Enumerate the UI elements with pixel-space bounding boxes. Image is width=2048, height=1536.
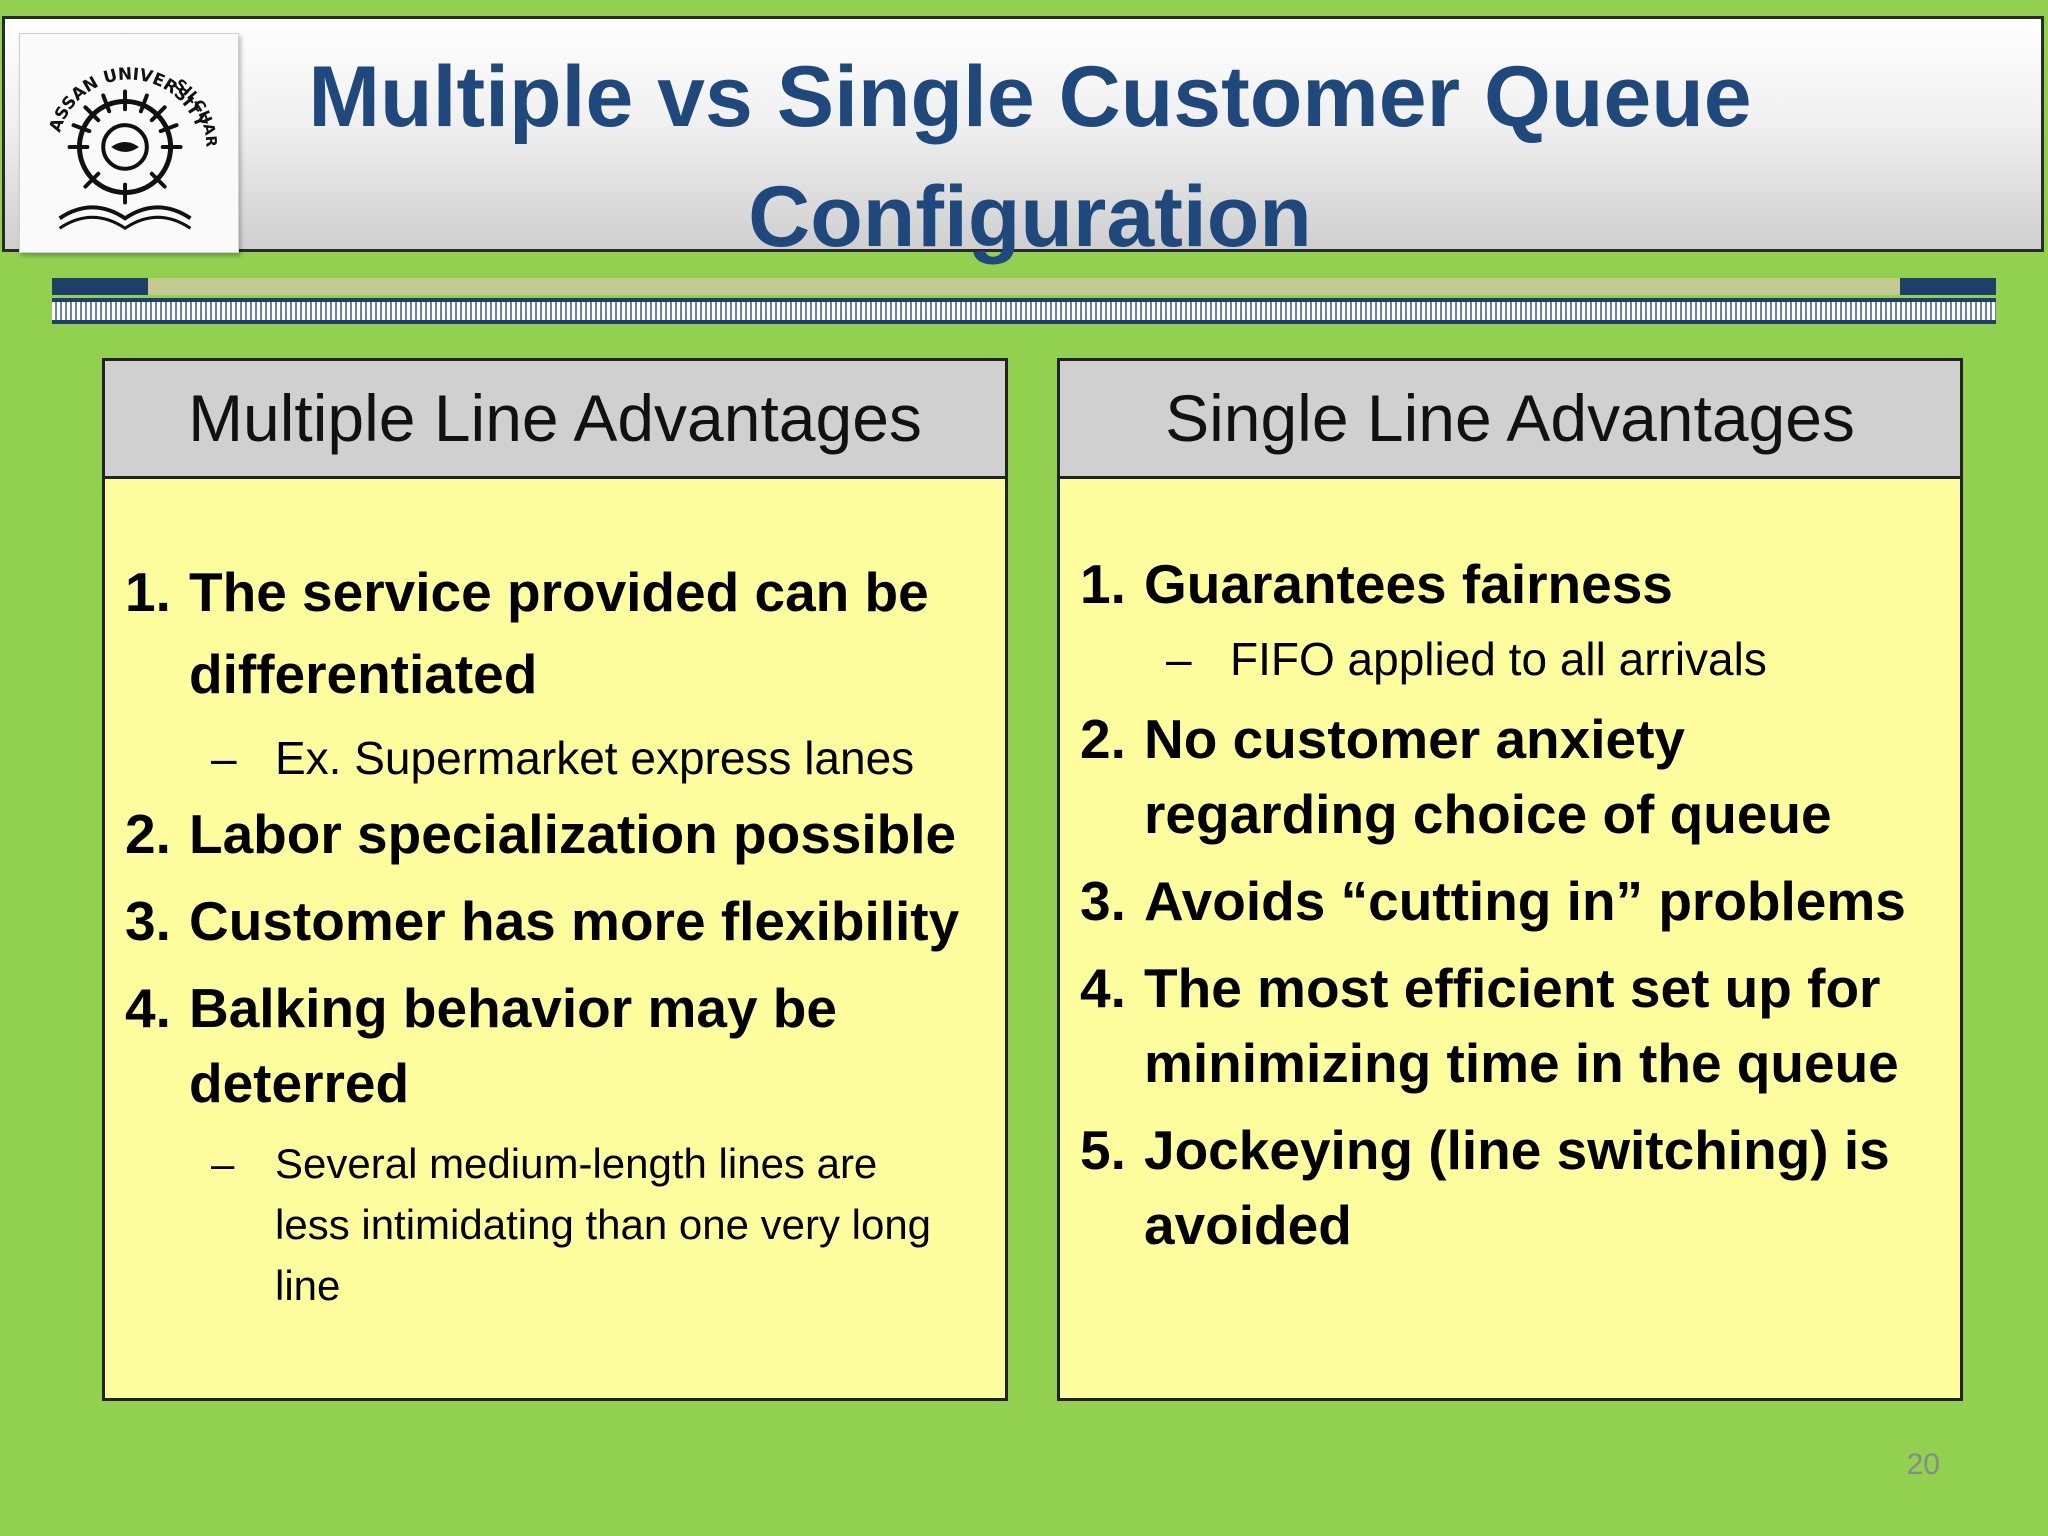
title-banner: ASSAN UNIVERSITY SILCHAR Multiple vs Sin… [2, 16, 2044, 265]
decorative-divider-bar [52, 298, 1996, 324]
multiple-line-panel: Multiple Line Advantages 1. The service … [102, 358, 1008, 1401]
sub-item: – Several medium-length lines are less i… [125, 1133, 985, 1316]
list-item-number: 5. [1080, 1119, 1126, 1181]
list-item-text: Customer has more flexibility [189, 890, 960, 952]
svg-text:SILCHAR: SILCHAR [171, 75, 220, 148]
title-line-1: Multiple vs Single Customer Queue [308, 49, 1752, 145]
list-item-text: Balking behavior may be deterred [189, 977, 837, 1114]
decorative-stripe-accent-left [52, 278, 148, 295]
list-item-number: 3. [1080, 870, 1126, 932]
decorative-stripe-accent-right [1900, 278, 1996, 295]
list-item: 1. The service provided can be different… [125, 551, 985, 715]
single-line-heading: Single Line Advantages [1060, 361, 1960, 479]
list-item: 3. Customer has more flexibility [125, 884, 985, 959]
list-item-number: 2. [125, 803, 171, 865]
list-item-number: 4. [1080, 957, 1126, 1019]
list-item: 4. Balking behavior may be deterred [125, 971, 985, 1121]
dash-bullet: – [1166, 633, 1192, 685]
page-title: Multiple vs Single Customer Queue Config… [245, 37, 1815, 277]
sub-item-text: Several medium-length lines are less int… [275, 1140, 932, 1309]
page-number: 20 [1906, 1448, 1940, 1481]
sub-item-text: Ex. Supermarket express lanes [275, 732, 915, 784]
list-item-number: 1. [1080, 553, 1126, 615]
list-item-text: The service provided can be differentiat… [189, 561, 929, 705]
list-item: 4. The most efficient set up for minimiz… [1080, 951, 1940, 1101]
university-logo: ASSAN UNIVERSITY SILCHAR [19, 33, 239, 253]
list-item: 1. Guarantees fairness [1080, 547, 1940, 622]
dash-bullet: – [211, 1140, 235, 1187]
list-item: 2. Labor specialization possible [125, 797, 985, 872]
list-item-number: 2. [1080, 708, 1126, 770]
list-item-text: No customer anxiety regarding choice of … [1144, 708, 1832, 845]
single-line-list: 1. Guarantees fairness – FIFO applied to… [1060, 479, 1960, 1263]
sub-item-text: FIFO applied to all arrivals [1230, 633, 1767, 685]
decorative-stripe [52, 278, 1996, 295]
list-item: 5. Jockeying (line switching) is avoided [1080, 1113, 1940, 1263]
list-item-text: Avoids “cutting in” problems [1144, 870, 1906, 932]
multiple-line-list: 1. The service provided can be different… [105, 479, 1005, 1316]
list-item: 3. Avoids “cutting in” problems [1080, 864, 1940, 939]
title-line-2: Configuration [748, 169, 1312, 265]
single-line-panel: Single Line Advantages 1. Guarantees fai… [1057, 358, 1963, 1401]
list-item-text: Guarantees fairness [1144, 553, 1673, 615]
list-item: 2. No customer anxiety regarding choice … [1080, 702, 1940, 852]
list-item-text: Jockeying (line switching) is avoided [1144, 1119, 1890, 1256]
list-item-number: 1. [125, 561, 171, 623]
university-seal-icon: ASSAN UNIVERSITY SILCHAR [45, 63, 220, 231]
dash-bullet: – [211, 732, 237, 784]
logo-text-side: SILCHAR [171, 75, 220, 148]
list-item-number: 3. [125, 890, 171, 952]
sub-item: – FIFO applied to all arrivals [1080, 628, 1940, 690]
sub-item: – Ex. Supermarket express lanes [125, 727, 985, 789]
multiple-line-heading: Multiple Line Advantages [105, 361, 1005, 479]
list-item-number: 4. [125, 977, 171, 1039]
list-item-text: The most efficient set up for minimizing… [1144, 957, 1899, 1094]
list-item-text: Labor specialization possible [189, 803, 957, 865]
